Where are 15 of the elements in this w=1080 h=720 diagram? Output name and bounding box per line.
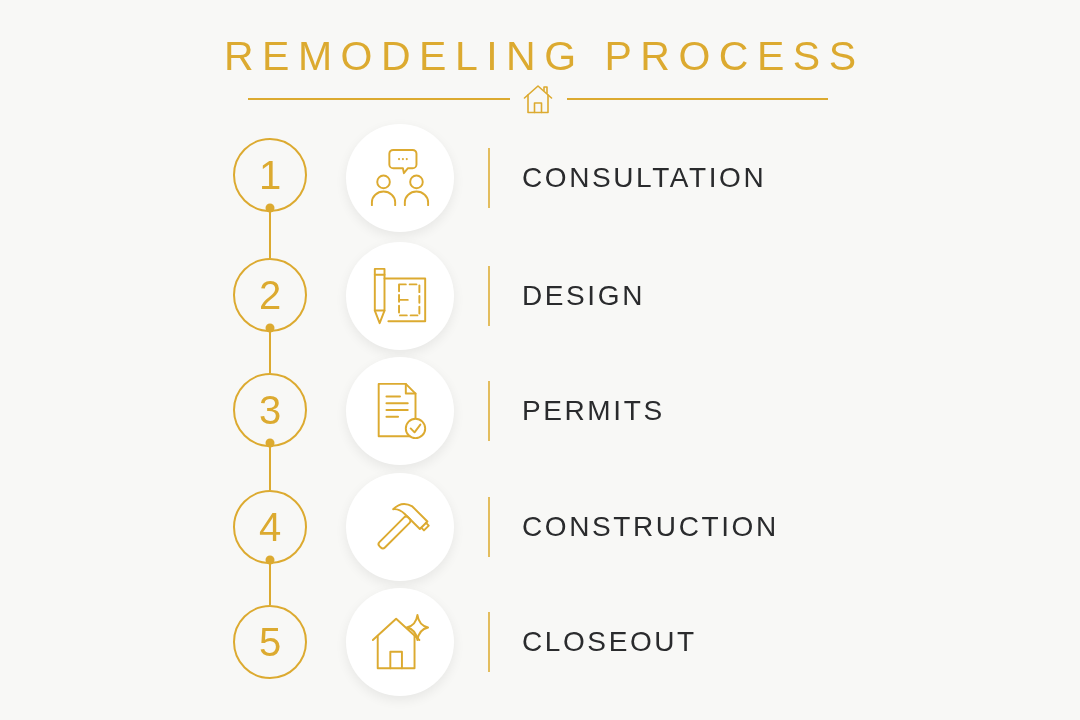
step-label: CONSULTATION xyxy=(522,161,767,195)
step-label: CONSTRUCTION xyxy=(522,510,779,544)
connector-line xyxy=(265,438,275,491)
number-circle: 3 xyxy=(233,373,307,447)
connector-line xyxy=(265,203,275,259)
number-circle: 2 xyxy=(233,258,307,332)
step-label: PERMITS xyxy=(522,394,665,428)
step-label: CLOSEOUT xyxy=(522,625,697,659)
number-circle: 1 xyxy=(233,138,307,212)
connector-line xyxy=(265,555,275,606)
step-label: DESIGN xyxy=(522,279,645,313)
number-circle: 5 xyxy=(233,605,307,679)
title: REMODELING PROCESS xyxy=(222,32,865,80)
number-circle: 4 xyxy=(233,490,307,564)
connector-line xyxy=(265,323,275,374)
